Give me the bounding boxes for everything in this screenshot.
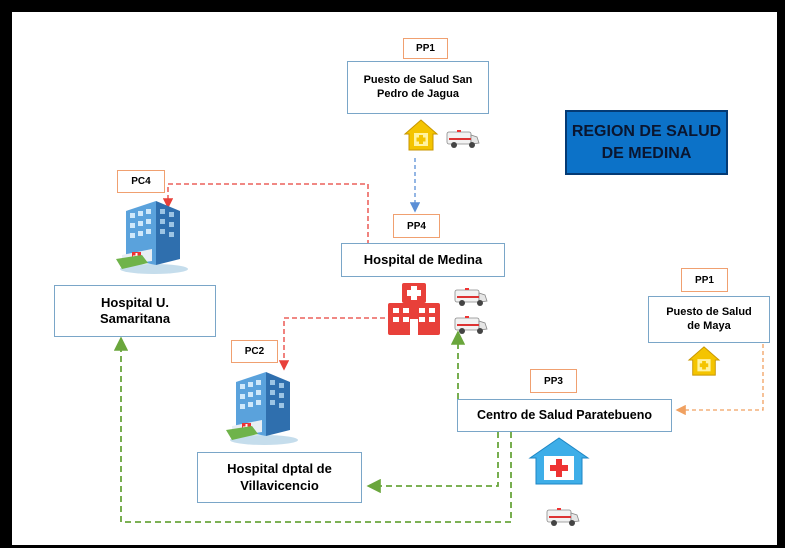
region-title-line1: REGION DE SALUD bbox=[571, 122, 722, 140]
ambulance-icon bbox=[446, 130, 480, 148]
hospital-building-icon bbox=[226, 372, 298, 445]
ambulance-icon bbox=[454, 316, 488, 334]
link-medina-to-villavicencio bbox=[278, 317, 385, 371]
node-villavicencio-line2: Villavicencio bbox=[240, 477, 319, 493]
clinic-house-icon bbox=[528, 437, 590, 485]
node-jagua-line2: Pedro de Jagua bbox=[377, 87, 459, 100]
hospital-building-icon bbox=[116, 201, 188, 274]
node-maya-line1: Puesto de Salud bbox=[666, 305, 752, 318]
link-paratebueno-to-villavicencio bbox=[366, 432, 499, 494]
node-samaritana-line2: Samaritana bbox=[99, 311, 171, 326]
link-maya-to-paratebueno bbox=[675, 344, 764, 416]
tag-pc4-samaritana: PC4 bbox=[117, 170, 165, 193]
frame-top-border bbox=[0, 0, 785, 12]
link-paratebueno-to-samaritana bbox=[113, 336, 512, 523]
node-hospital-villavicencio: Hospital dptal de Villavicencio bbox=[197, 452, 362, 503]
tag-pp1-maya: PP1 bbox=[681, 268, 728, 292]
frame-bottom-border bbox=[0, 545, 785, 548]
tag-pc2-villavicencio: PC2 bbox=[231, 340, 278, 363]
node-villavicencio-line1: Hospital dptal de bbox=[227, 461, 332, 477]
node-hospital-samaritana: Hospital U. Samaritana bbox=[54, 285, 216, 337]
region-title-line2: DE MEDINA bbox=[601, 144, 692, 162]
node-puesto-jagua: Puesto de Salud San Pedro de Jagua bbox=[347, 61, 489, 114]
region-title-box: REGION DE SALUD DE MEDINA bbox=[565, 110, 728, 175]
node-maya-line2: de Maya bbox=[687, 319, 731, 332]
tag-pp4-medina: PP4 bbox=[393, 214, 440, 238]
node-jagua-line1: Puesto de Salud San bbox=[363, 73, 473, 86]
node-centro-paratebueno: Centro de Salud Paratebueno bbox=[457, 399, 672, 432]
tag-pp3-paratebueno: PP3 bbox=[530, 369, 577, 393]
node-puesto-maya: Puesto de Salud de Maya bbox=[648, 296, 770, 343]
frame-right-border bbox=[777, 0, 785, 548]
house-plus-icon bbox=[403, 119, 439, 151]
frame-left-border bbox=[0, 0, 12, 548]
ambulance-icon bbox=[454, 288, 488, 306]
node-hospital-medina: Hospital de Medina bbox=[341, 243, 505, 277]
node-medina-label: Hospital de Medina bbox=[363, 251, 483, 267]
ambulance-icon bbox=[546, 508, 580, 526]
node-paratebueno-label: Centro de Salud Paratebueno bbox=[476, 407, 653, 422]
house-plus-icon bbox=[687, 346, 721, 376]
tag-pp1-jagua: PP1 bbox=[403, 38, 448, 59]
red-hospital-icon bbox=[388, 283, 440, 335]
node-samaritana-line1: Hospital U. bbox=[101, 294, 169, 310]
link-medina-to-samaritana bbox=[162, 183, 369, 245]
